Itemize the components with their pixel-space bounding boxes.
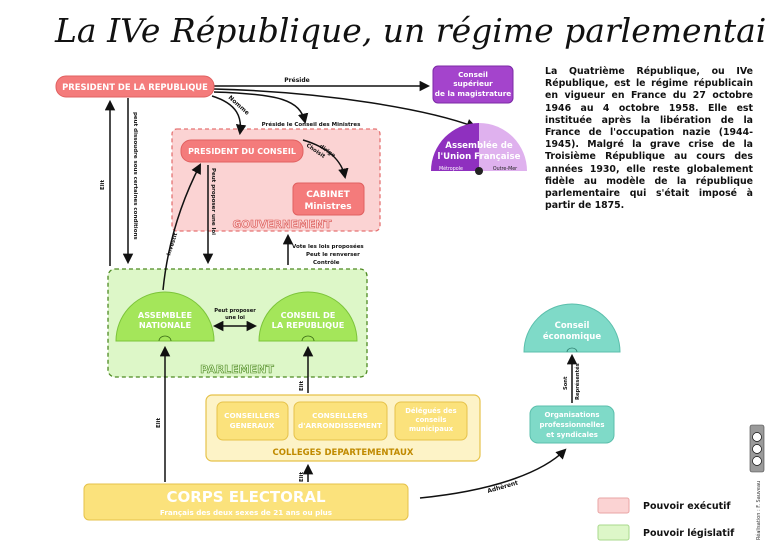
- organisations-line2: professionnelles: [539, 421, 604, 429]
- conseil-economique-tribune: [566, 347, 578, 353]
- conseillers-generaux-line2: GENERAUX: [230, 421, 275, 430]
- conseillers-arrondissement-box: [293, 401, 388, 441]
- label-preside: Préside: [284, 77, 309, 84]
- assemblee-nationale-dome: [115, 291, 215, 342]
- label-investit: Investit: [166, 232, 179, 257]
- conseil-magistrature-line3: de la magistrature: [435, 89, 512, 98]
- arrow-assemblee-union: [213, 88, 477, 129]
- page-title: La IVe République, un régime parlementai…: [54, 11, 768, 50]
- assemblee-union-line2: l'Union Française: [438, 152, 521, 162]
- gouvernement-label: GOUVERNEMENT: [233, 219, 333, 231]
- cabinet-line1: CABINET: [306, 190, 350, 200]
- conseil-republique-line2: LA REPUBLIQUE: [272, 320, 345, 330]
- assemblee-union-outre-mer-half: [479, 123, 527, 171]
- organisations-line1: Organisations: [544, 411, 599, 419]
- assemblee-nationale-line2: NATIONALE: [139, 320, 191, 330]
- delegues-box: [394, 401, 468, 441]
- colleges-label: COLLEGES DEPARTEMENTAUX: [273, 448, 414, 458]
- label-proposer-loi-h1: Peut proposer: [214, 308, 256, 314]
- corps-electoral-label: CORPS ELECTORAL: [166, 488, 326, 506]
- label-proposer-loi-h2: une loi: [225, 315, 245, 321]
- legend-legislatif-label: Pouvoir législatif: [643, 528, 735, 539]
- conseillers-arrondissement-line1: CONSEILLERS: [312, 411, 368, 420]
- label-vote-2: Peut le renverser: [306, 252, 360, 258]
- assemblee-nationale-tribune: [158, 335, 172, 342]
- label-representes: Représentés: [574, 363, 581, 400]
- conseil-economique-dome: [523, 303, 621, 353]
- assemblee-nationale-line1: ASSEMBLEE: [138, 310, 192, 320]
- conseil-economique-line1: Conseil: [555, 321, 590, 331]
- label-elit-an: Elit: [156, 417, 162, 428]
- label-elit-president: Elit: [100, 179, 106, 190]
- conseil-magistrature-line1: Conseil: [458, 70, 488, 79]
- cabinet-box: [292, 182, 365, 216]
- license-badge: [749, 424, 765, 473]
- legend-legislatif-swatch: [597, 524, 630, 541]
- label-elit-colleges: Elit: [299, 380, 305, 391]
- delegues-line1: Délégués des: [405, 407, 456, 415]
- legend-executif-label: Pouvoir exécutif: [643, 501, 731, 512]
- president-conseil-label: PRESIDENT DU CONSEIL: [188, 147, 296, 156]
- assemblee-union-metropole-half: [431, 123, 479, 171]
- outre-mer-label: Outre-Mer: [493, 166, 517, 172]
- label-elit-corps: Elit: [299, 471, 305, 482]
- credit-label: Réalisation : F. Sauveau: [755, 481, 762, 540]
- conseil-magistrature-box: [432, 65, 514, 104]
- president-republique-label: PRESIDENT DE LA REPUBLIQUE: [62, 82, 208, 92]
- corps-electoral-box: [83, 483, 409, 521]
- label-vote-3: Contrôle: [313, 259, 340, 266]
- label-vote-1: Vote les lois proposées: [292, 243, 364, 250]
- label-dissoudre: peut dissoudre sous certaines conditions: [132, 112, 138, 240]
- assemblee-union-speaker-dot: [475, 167, 483, 175]
- corps-electoral-sub: Français des deux sexes de 21 ans ou plu…: [160, 508, 332, 517]
- description-text: La Quatrième République, ou IVe Républiq…: [545, 66, 753, 212]
- cabinet-line2: Ministres: [304, 202, 351, 212]
- arrow-investit: [162, 163, 201, 291]
- conseillers-generaux-box: [216, 401, 289, 441]
- conseil-republique-line1: CONSEIL DE: [281, 310, 336, 320]
- parlement-label: PARLEMENT: [200, 363, 274, 376]
- conseillers-arrondissement-line2: d'ARRONDISSEMENT: [298, 421, 382, 430]
- label-proposer-loi-v: Peut proposer une loi: [210, 168, 216, 235]
- label-preside-conseil: Préside le Conseil des Ministres: [262, 121, 362, 128]
- delegues-line2: conseils: [416, 416, 447, 424]
- metropole-label: Métropole: [439, 165, 463, 172]
- arrows: [104, 80, 578, 499]
- conseillers-generaux-line1: CONSEILLERS: [224, 411, 280, 420]
- arrow-nomme: [211, 95, 247, 136]
- conseil-republique-tribune: [301, 335, 315, 342]
- delegues-line3: municipaux: [409, 425, 454, 433]
- arrow-choisit: [302, 139, 349, 180]
- conseil-economique-line2: économique: [543, 331, 601, 342]
- legend-executif-swatch: [597, 497, 630, 514]
- organisations-line3: et syndicales: [546, 431, 598, 439]
- president-republique-box: [55, 75, 215, 98]
- conseil-republique-dome: [258, 291, 358, 342]
- arrow-conseil-ministres: [213, 91, 309, 125]
- president-conseil-box: [180, 139, 304, 163]
- label-sont: Sont: [563, 376, 569, 390]
- organisations-box: [529, 405, 615, 444]
- arrow-adherent: [419, 448, 567, 499]
- conseil-magistrature-line2: supérieur: [453, 79, 493, 88]
- assemblee-union-line1: Assemblée de: [445, 140, 513, 151]
